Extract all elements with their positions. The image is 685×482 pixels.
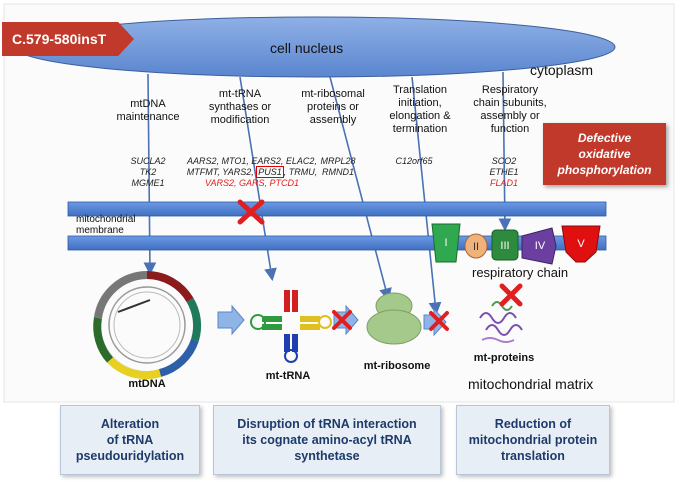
category-ribosomal-proteins: mt-ribosomal proteins or assembly <box>301 88 365 126</box>
svg-text:III: III <box>500 240 509 252</box>
complex-II: II <box>464 233 488 259</box>
outcome-trna-interaction: Disruption of tRNA interaction its cogna… <box>213 405 441 475</box>
trna-structure <box>250 290 332 363</box>
category-mtdna-maintenance: mtDNA maintenance <box>116 98 180 123</box>
outcome-pseudouridylation: Alteration of tRNA pseudouridylation <box>60 405 200 475</box>
arrow-ribosome <box>329 76 392 302</box>
cross-mark-ribosome <box>429 311 449 331</box>
genes-trna-red: VARS2, GARS, PTCD1 <box>204 178 300 188</box>
genes-trna-line2: MTFMT, YARS2, PUS1, TRMU, <box>182 166 322 178</box>
mtribosome-label: mt-ribosome <box>363 360 431 372</box>
genes-trna-line2-pre: MTFMT, YARS2, <box>186 167 257 177</box>
arrow-to-trna <box>217 304 245 336</box>
cross-mark-proteins <box>499 283 523 307</box>
svg-text:II: II <box>473 241 479 253</box>
mtdna-circle <box>93 271 202 380</box>
genes-respiratory-red: FLAD1 <box>489 178 518 188</box>
highlighted-gene-pus1: PUS1 <box>256 166 284 178</box>
outer-membrane <box>67 201 607 217</box>
defective-oxphos-box: Defective oxidative phosphorylation <box>543 123 666 185</box>
mt-proteins-structure <box>479 301 523 343</box>
complex-V: V <box>561 225 601 263</box>
genes-respiratory: SCO2 ETHE1 FLAD1 <box>474 156 534 189</box>
mtdna-label: mtDNA <box>128 378 166 390</box>
respiratory-chain-label: respiratory chain <box>472 265 569 280</box>
genes-ribosome: MRPL28 RMND1 <box>320 156 356 177</box>
mtproteins-label: mt-proteins <box>473 352 535 364</box>
outcome-translation-reduction: Reduction of mitochondrial protein trans… <box>456 405 610 475</box>
genes-trna: AARS2, MTO1, EARS2, ELAC2, MTFMT, YARS2,… <box>182 156 322 189</box>
category-respiratory-chain: Respiratory chain subunits, assembly or … <box>473 84 547 135</box>
genes-trna-line2-post: , TRMU, <box>283 167 318 177</box>
genes-mtdna: SUCLA2 TK2 MGME1 <box>130 156 166 188</box>
complex-I: I <box>431 223 461 263</box>
complex-IV: IV <box>521 227 557 265</box>
ribosome-shape <box>366 292 422 345</box>
complex-III: III <box>491 229 519 261</box>
cross-mark-trna <box>332 310 352 330</box>
genes-respiratory-black: SCO2 ETHE1 <box>489 156 519 177</box>
category-translation: Translation initiation, elongation & ter… <box>389 84 451 135</box>
category-trna-synthases: mt-tRNA synthases or modification <box>208 88 272 126</box>
cross-mark-membrane <box>237 199 265 225</box>
mttrna-label: mt-tRNA <box>265 370 311 382</box>
membrane-label: mitochondrial membrane <box>76 214 136 236</box>
arrow-translation <box>411 76 442 316</box>
svg-text:IV: IV <box>535 240 546 252</box>
nucleus-label: cell nucleus <box>270 40 344 56</box>
svg-text:V: V <box>577 238 585 250</box>
mutation-tag: C.579-580insT <box>2 22 134 56</box>
cytoplasm-label: cytoplasm <box>530 62 594 78</box>
mitochondrial-matrix-label: mitochondrial matrix <box>468 376 594 392</box>
svg-text:I: I <box>444 237 447 249</box>
genes-trna-line1: AARS2, MTO1, EARS2, ELAC2, <box>187 156 317 166</box>
genes-translation: C12orf65 <box>395 156 433 166</box>
